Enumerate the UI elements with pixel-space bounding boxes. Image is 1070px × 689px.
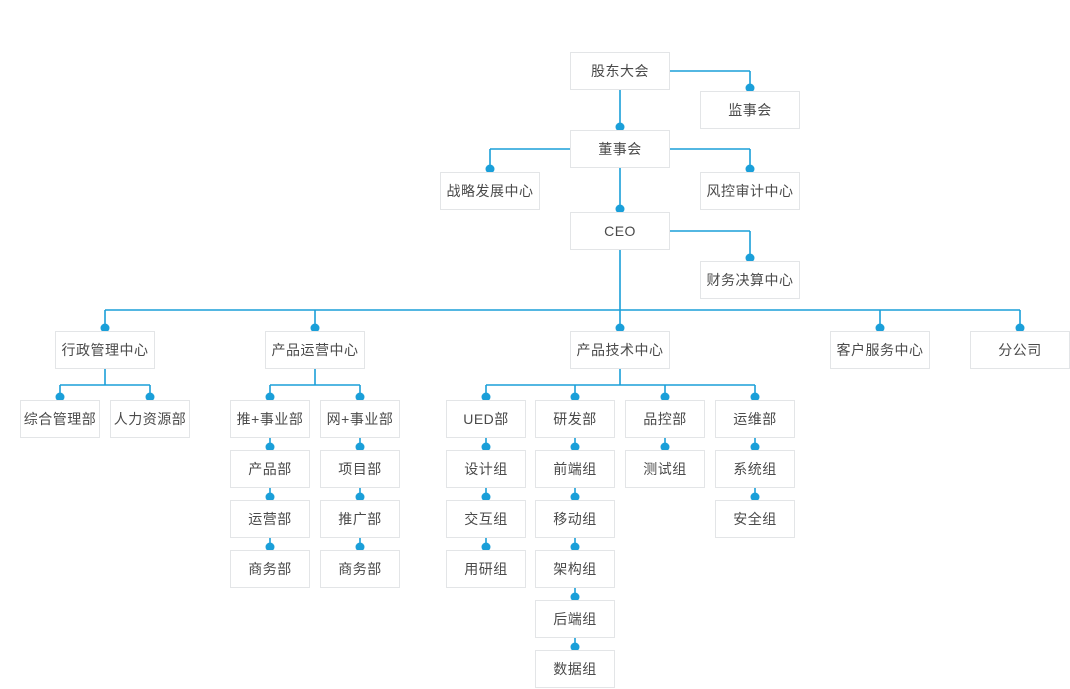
node-security-group: 安全组: [715, 500, 795, 538]
node-business-dept-1: 商务部: [230, 550, 310, 588]
connector-dot: [615, 204, 625, 214]
connector-dot: [355, 392, 365, 402]
node-promotion-dept: 推广部: [320, 500, 400, 538]
connector-dot: [745, 83, 755, 93]
node-user-research-group: 用研组: [446, 550, 526, 588]
node-rd-dept: 研发部: [535, 400, 615, 438]
connector-dot: [355, 542, 365, 552]
connector-dot: [265, 542, 275, 552]
node-board-of-directors: 董事会: [570, 130, 670, 168]
node-ued-dept: UED部: [446, 400, 526, 438]
node-risk-audit-center: 风控审计中心: [700, 172, 800, 210]
node-system-group: 系统组: [715, 450, 795, 488]
connector-dot: [355, 492, 365, 502]
node-operations-dept: 运营部: [230, 500, 310, 538]
connector-dot: [570, 542, 580, 552]
connector-dot: [481, 492, 491, 502]
connector-dot: [875, 323, 885, 333]
node-devops-dept: 运维部: [715, 400, 795, 438]
node-shareholders-meeting: 股东大会: [570, 52, 670, 90]
connector-dot: [570, 642, 580, 652]
node-mobile-group: 移动组: [535, 500, 615, 538]
node-customer-service-center: 客户服务中心: [830, 331, 930, 369]
node-hr-dept: 人力资源部: [110, 400, 190, 438]
connector-dot: [265, 442, 275, 452]
node-ceo: CEO: [570, 212, 670, 250]
connector-dot: [265, 392, 275, 402]
connector-dot: [310, 323, 320, 333]
connector-dot: [100, 323, 110, 333]
connector-dot: [265, 492, 275, 502]
connector-dot: [745, 253, 755, 263]
node-architecture-group: 架构组: [535, 550, 615, 588]
connector-dot: [570, 492, 580, 502]
node-general-management-dept: 综合管理部: [20, 400, 100, 438]
connector-dot: [355, 442, 365, 452]
connector-dot: [485, 164, 495, 174]
connector-dot: [570, 442, 580, 452]
connector-dot: [481, 442, 491, 452]
node-backend-group: 后端组: [535, 600, 615, 638]
node-project-dept: 项目部: [320, 450, 400, 488]
node-frontend-group: 前端组: [535, 450, 615, 488]
connector-dot: [55, 392, 65, 402]
node-product-dept: 产品部: [230, 450, 310, 488]
node-strategy-development-center: 战略发展中心: [440, 172, 540, 210]
node-data-group: 数据组: [535, 650, 615, 688]
connector-dot: [145, 392, 155, 402]
node-testing-group: 测试组: [625, 450, 705, 488]
node-product-technology-center: 产品技术中心: [570, 331, 670, 369]
node-design-group: 设计组: [446, 450, 526, 488]
connector-dot: [660, 442, 670, 452]
connector-dot: [481, 542, 491, 552]
node-wang-business-dept: 网+事业部: [320, 400, 400, 438]
node-product-operations-center: 产品运营中心: [265, 331, 365, 369]
node-branch-company: 分公司: [970, 331, 1070, 369]
node-supervisory-board: 监事会: [700, 91, 800, 129]
connector-dot: [660, 392, 670, 402]
connector-dot: [750, 392, 760, 402]
connector-dot: [570, 392, 580, 402]
node-admin-management-center: 行政管理中心: [55, 331, 155, 369]
node-qc-dept: 品控部: [625, 400, 705, 438]
node-tui-business-dept: 推+事业部: [230, 400, 310, 438]
node-interaction-group: 交互组: [446, 500, 526, 538]
node-financial-settlement-center: 财务决算中心: [700, 261, 800, 299]
connector-dot: [570, 592, 580, 602]
connector-dot: [750, 492, 760, 502]
connector-dot: [481, 392, 491, 402]
connector-dot: [615, 323, 625, 333]
connector-dot: [615, 122, 625, 132]
connector-dot: [750, 442, 760, 452]
connector-dot: [745, 164, 755, 174]
connector-dot: [1015, 323, 1025, 333]
node-business-dept-2: 商务部: [320, 550, 400, 588]
